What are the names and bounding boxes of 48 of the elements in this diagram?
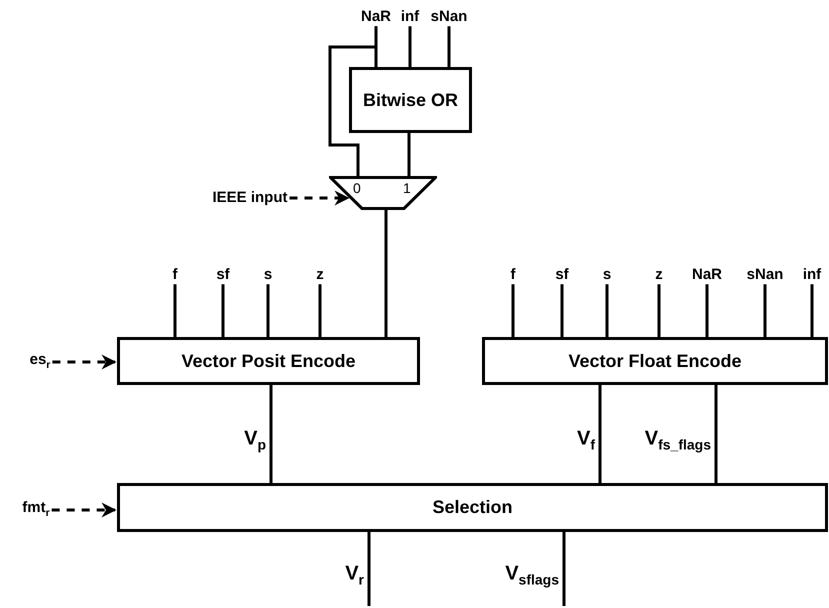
signal-name: sf — [555, 266, 569, 284]
arrow — [52, 502, 116, 518]
wire — [512, 284, 514, 337]
signal-name: s — [264, 266, 272, 284]
input-number: 0 — [353, 181, 361, 195]
signal-name: fmt$_{r}$ — [22, 500, 50, 520]
signal-name: z — [655, 266, 663, 284]
wire — [448, 26, 450, 67]
signal-name: f — [510, 266, 516, 284]
signal-name: es$_{r}$ — [30, 352, 50, 372]
block-box: Bitwise OR — [349, 67, 472, 133]
wire — [266, 284, 270, 337]
wire — [408, 26, 412, 67]
signal-name: NaR — [361, 8, 391, 26]
wire — [270, 385, 272, 483]
wire — [328, 26, 378, 176]
wire — [606, 284, 608, 337]
signal-name: z — [316, 266, 324, 284]
wire — [222, 284, 224, 337]
signal-name: IEEE input — [212, 190, 288, 206]
block-box: Selection — [117, 483, 828, 532]
multiplexer — [329, 176, 437, 210]
wire — [706, 284, 708, 337]
arrow — [52, 354, 116, 370]
signal-name: f — [172, 266, 178, 284]
input-number: 1 — [403, 181, 411, 195]
wire — [764, 284, 766, 337]
wire — [714, 385, 718, 483]
wire — [598, 385, 602, 483]
output-wire — [368, 532, 370, 606]
wire — [560, 284, 564, 337]
block-box: Vector Float Encode — [482, 337, 828, 385]
arrow — [290, 190, 350, 206]
signal-name: sNan — [746, 266, 784, 284]
signal-name: inf — [400, 8, 420, 26]
output-wire — [562, 532, 566, 606]
signal-name: inf — [802, 266, 822, 284]
signal-name: s — [602, 266, 612, 284]
wire — [174, 284, 176, 337]
signal-name: NaR — [692, 266, 722, 284]
wire — [384, 210, 388, 337]
signal-name: sNan — [430, 8, 468, 26]
wire — [658, 284, 660, 337]
block-box: Vector Posit Encode — [117, 337, 420, 385]
signal-name: sf — [216, 266, 230, 284]
wire — [810, 284, 814, 337]
wire — [318, 284, 322, 337]
wire — [408, 133, 410, 176]
